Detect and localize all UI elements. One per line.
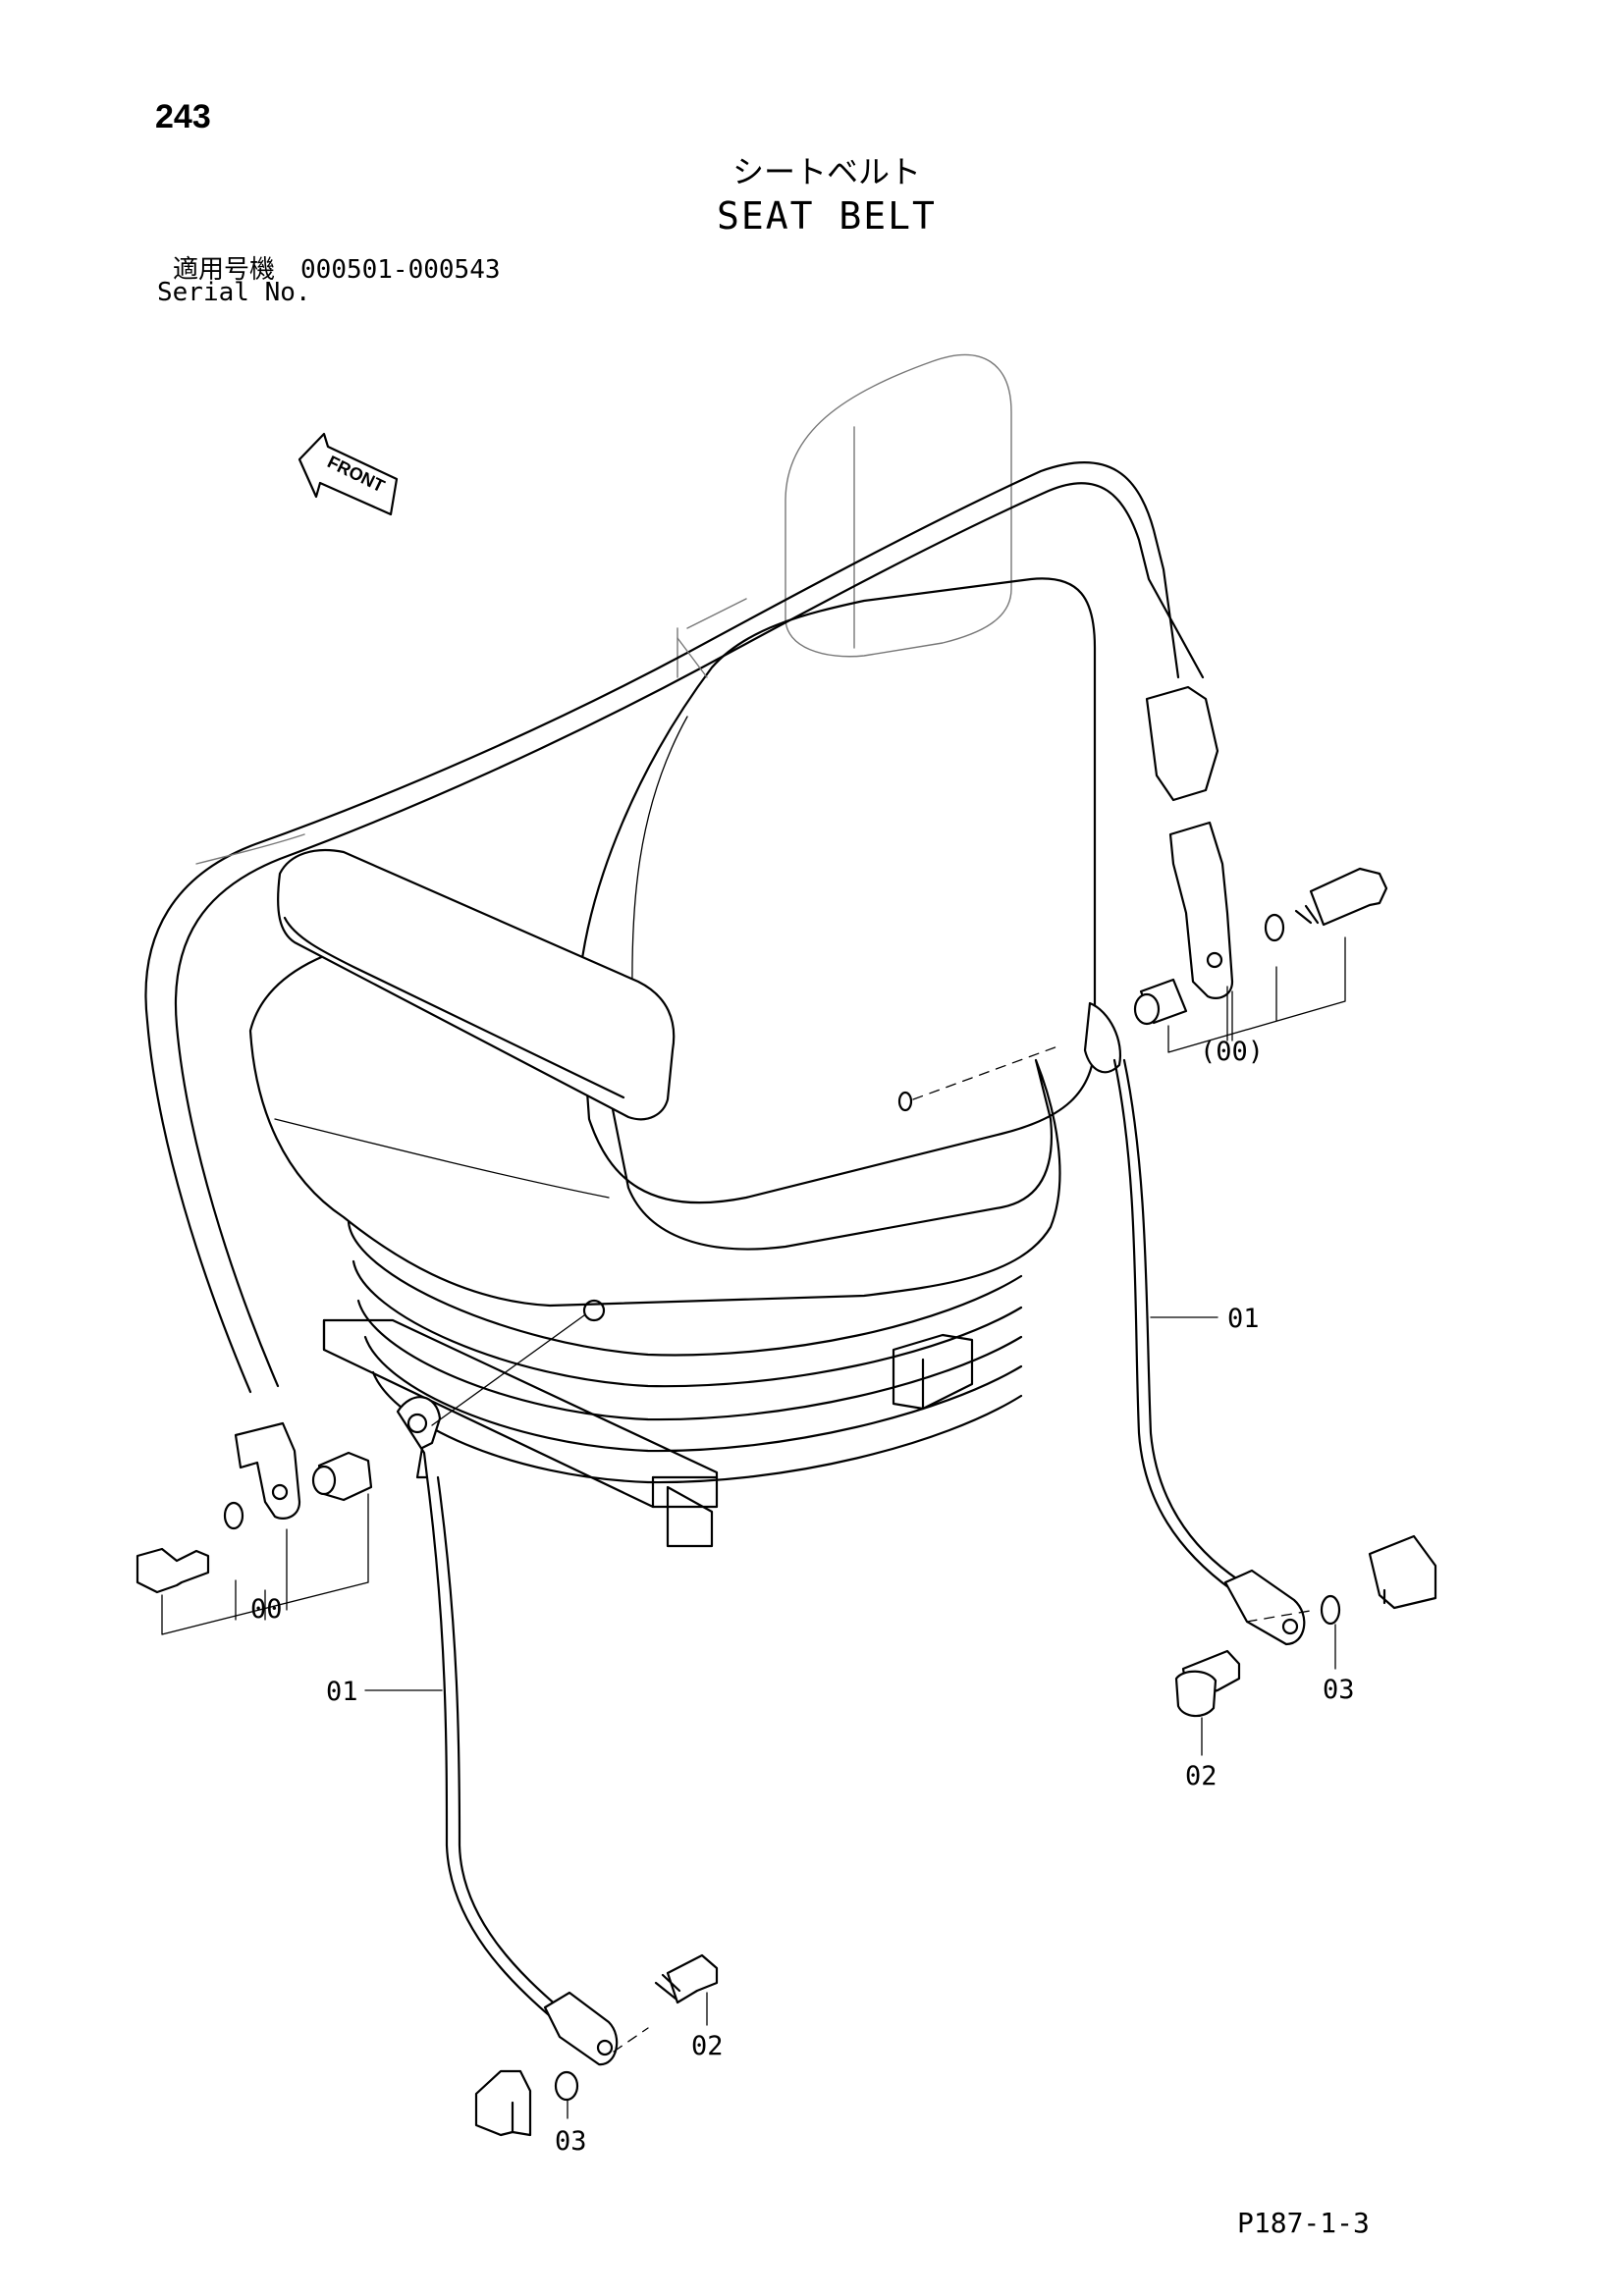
front-arrow: FRONT [298,432,399,516]
serial-row: 適用号機 000501-000543 [173,249,501,286]
ground-cable-right [1083,1001,1437,1718]
callout-label: 01 [1227,1304,1260,1334]
serial-label-japanese: 適用号機 [173,255,276,285]
belt-anchor-left [135,1421,373,1594]
callout-02-left: 02 [691,1992,724,2061]
callout-01-left: 01 [326,1677,443,1707]
callout-03-right: 03 [1323,1624,1355,1705]
title-english: SEAT BELT [717,194,937,238]
callout-label: 02 [1185,1761,1218,1791]
serial-range: 000501-000543 [300,255,501,285]
callout-03-left: 03 [555,2100,587,2157]
callout-label: 00 [250,1594,283,1625]
belt-strap [144,461,1205,1394]
suspension-bellows [347,1220,1023,1484]
page-number: 243 [155,98,211,135]
callout-label: (00) [1200,1037,1264,1067]
buckle-assembly-right [1133,685,1388,1026]
callout-00-right: (00) [1167,936,1346,1067]
callout-label: 02 [691,2031,724,2061]
drawing-number: P187-1-3 [1237,2207,1370,2239]
armrest [277,848,676,1121]
headrest [785,353,1012,658]
seat-base [322,1318,974,1548]
callout-label: 01 [326,1677,358,1707]
callout-02-right: 02 [1185,1717,1218,1791]
callout-label: 03 [555,2126,587,2157]
seat-cushion [248,931,1061,1308]
callout-00-left: 00 [161,1493,369,1635]
callout-01-right: 01 [1150,1304,1260,1334]
title-japanese: シートベルト [732,153,922,190]
serial-label-english: Serial No. [157,278,311,307]
ground-cable-left [396,1396,719,2137]
callout-label: 03 [1323,1675,1355,1705]
connector-lines [431,1044,1317,2053]
